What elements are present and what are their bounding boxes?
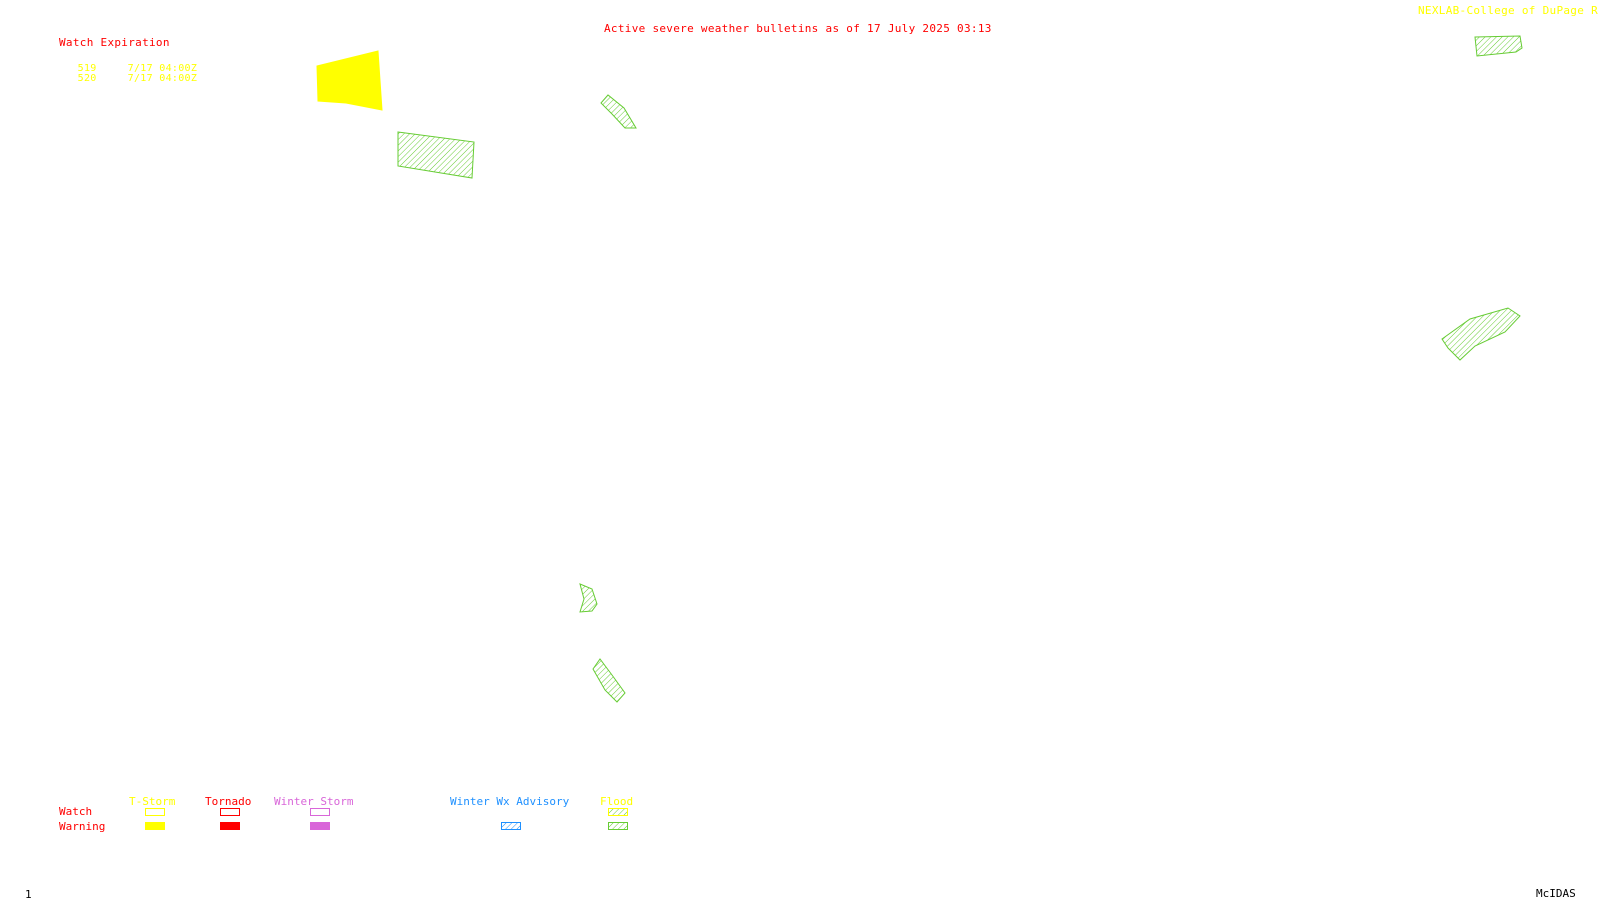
watch-number: 519: [77, 63, 97, 74]
watch-expiration-heading: Watch Expiration: [59, 36, 170, 49]
tstorm-warning-polygon: [316, 50, 383, 111]
legend-warning-swatch-tstorm: [145, 822, 165, 830]
legend-row-label-watch: Watch: [59, 805, 93, 818]
legend-label-winter-advisory: Winter Wx Advisory: [450, 795, 570, 808]
bulletin-title: Active severe weather bulletins as of 17…: [604, 22, 992, 35]
legend-label-flood: Flood: [600, 795, 634, 808]
watch-expires: 7/17 04:00Z: [127, 63, 198, 74]
legend-label-winter-storm: Winter Storm: [274, 795, 354, 808]
source-credit: NEXLAB-College of DuPage R: [1418, 4, 1598, 17]
legend-watch-swatch-flood: [608, 808, 628, 816]
frame-number: 1: [25, 888, 32, 901]
legend-warning-swatch-winter-storm: [310, 822, 330, 830]
legend-watch-swatch-tstorm: [145, 808, 165, 816]
watch-expires: 7/17 04:00Z: [127, 73, 198, 84]
flood-warning-polygon: [397, 131, 475, 179]
legend-warning-swatch-tornado: [220, 822, 240, 830]
watch-expiration-row: 519 7/17 04:00Z: [65, 54, 197, 74]
watch-number: 520: [77, 73, 97, 84]
flood-warning-polygon: [600, 94, 637, 129]
legend-watch-swatch-winter-storm: [310, 808, 330, 816]
flood-warning-polygon: [1474, 35, 1523, 57]
legend-label-tstorm: T-Storm: [129, 795, 176, 808]
software-label: McIDAS: [1536, 887, 1576, 900]
watch-expiration-row: 520 7/17 04:00Z: [65, 64, 197, 84]
legend-watch-swatch-tornado: [220, 808, 240, 816]
flood-warning-polygon: [1441, 307, 1521, 361]
flood-warning-polygon: [592, 658, 626, 703]
legend-row-label-warning: Warning: [59, 820, 106, 833]
legend-label-tornado: Tornado: [205, 795, 252, 808]
legend-warning-swatch-flood: [608, 822, 628, 830]
flood-warning-polygon: [579, 583, 598, 613]
legend-warning-swatch-winter-advisory: [501, 822, 521, 830]
